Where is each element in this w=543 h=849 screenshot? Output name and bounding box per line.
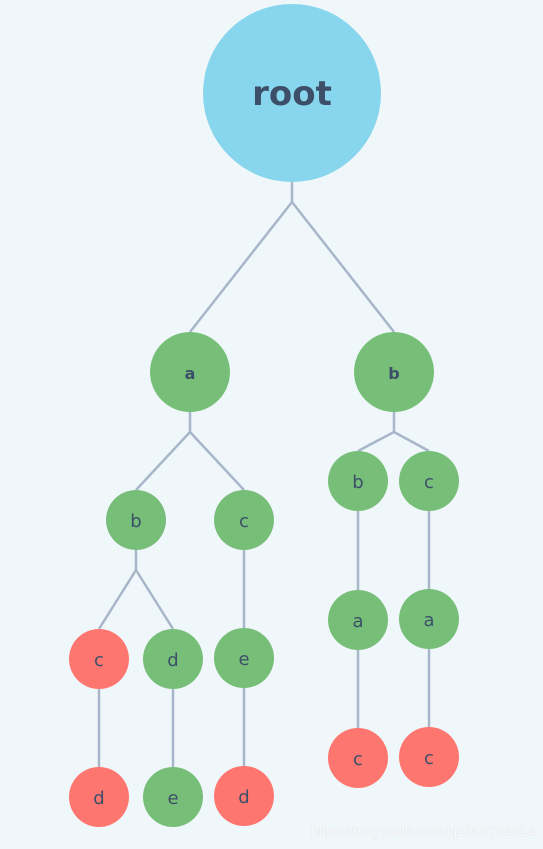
- tree-node-circle-d4: [69, 767, 129, 827]
- tree-node-circle-root: [203, 4, 381, 182]
- tree-node-circle-c6: [399, 727, 459, 787]
- tree-node-c4: c: [399, 451, 459, 511]
- tree-node-c3: c: [69, 629, 129, 689]
- tree-node-circle-e4: [143, 767, 203, 827]
- tree-node-b1: b: [354, 332, 434, 412]
- tree-node-label-c5: c: [353, 749, 363, 770]
- tree-node-d4: d: [69, 767, 129, 827]
- tree-nodes: root a b b c c d d e e d b c a c a c: [69, 4, 459, 827]
- tree-node-label-a3: a: [352, 611, 363, 632]
- tree-node-label-d5: d: [238, 787, 249, 808]
- edge-b2-d3: [134, 569, 175, 630]
- watermark-url: https://blog.csdn.net/vcj1009784814: [310, 823, 535, 839]
- tree-node-circle-c3: [69, 629, 129, 689]
- tree-node-c2: c: [214, 490, 274, 550]
- tree-node-b3: b: [328, 451, 388, 511]
- edge-b2-c3: [97, 569, 138, 630]
- tree-node-a4: a: [399, 589, 459, 649]
- tree-node-label-e4: e: [167, 788, 178, 809]
- tree-node-d3: d: [143, 629, 203, 689]
- tree-node-circle-a4: [399, 589, 459, 649]
- tree-node-label-c3: c: [94, 650, 104, 671]
- tree-node-root: root: [203, 4, 381, 182]
- tree-node-label-e3: e: [238, 649, 249, 670]
- tree-node-label-b3: b: [352, 472, 363, 493]
- tree-node-e4: e: [143, 767, 203, 827]
- tree-node-label-a1: a: [185, 364, 196, 383]
- edge-a1-c2: [189, 431, 245, 491]
- tree-node-label-b1: b: [388, 364, 399, 383]
- edge-b1-c4: [393, 430, 430, 453]
- tree-node-e3: e: [214, 628, 274, 688]
- tree-node-label-c4: c: [424, 472, 434, 493]
- tree-node-label-a4: a: [423, 610, 434, 631]
- tree-node-label-d3: d: [167, 650, 178, 671]
- tree-node-d5: d: [214, 766, 274, 826]
- tree-node-c5: c: [328, 728, 388, 788]
- edge-root-b1: [291, 201, 395, 333]
- tree-node-circle-c4: [399, 451, 459, 511]
- edge-root-a1: [189, 201, 293, 333]
- tree-edges: [97, 182, 431, 767]
- tree-node-circle-a1: [150, 332, 230, 412]
- tree-node-a1: a: [150, 332, 230, 412]
- tree-node-circle-e3: [214, 628, 274, 688]
- tree-node-c6: c: [399, 727, 459, 787]
- tree-node-circle-b1: [354, 332, 434, 412]
- tree-node-circle-a3: [328, 590, 388, 650]
- edge-b1-b3: [357, 430, 395, 453]
- tree-node-label-c2: c: [239, 511, 249, 532]
- tree-node-a3: a: [328, 590, 388, 650]
- tree-node-b2: b: [106, 490, 166, 550]
- tree-node-circle-d3: [143, 629, 203, 689]
- tree-node-circle-c2: [214, 490, 274, 550]
- tree-node-label-d4: d: [93, 788, 104, 809]
- tree-node-circle-d5: [214, 766, 274, 826]
- tree-node-label-root: root: [252, 74, 332, 114]
- tree-node-circle-b2: [106, 490, 166, 550]
- tree-node-label-c6: c: [424, 748, 434, 769]
- edge-a1-b2: [135, 431, 191, 491]
- tree-node-circle-c5: [328, 728, 388, 788]
- tree-node-circle-b3: [328, 451, 388, 511]
- tree-node-label-b2: b: [130, 511, 141, 532]
